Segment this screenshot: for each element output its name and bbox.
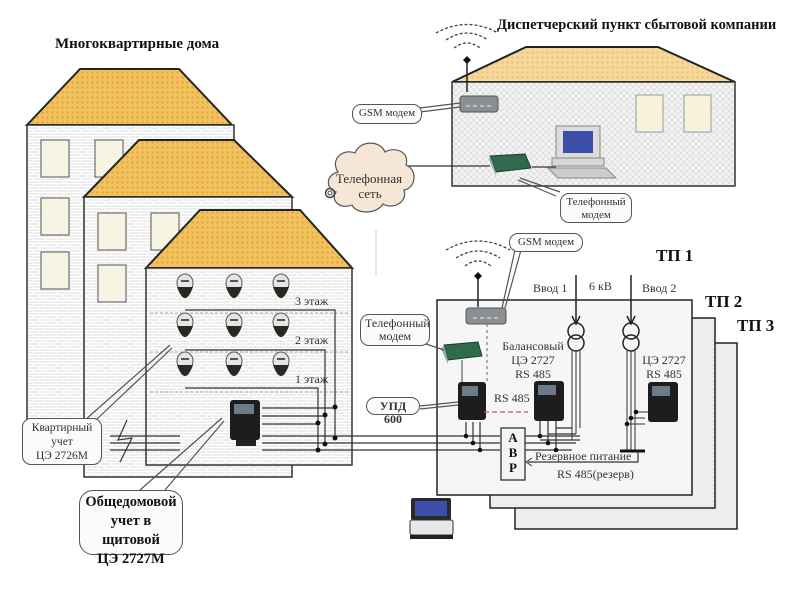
tp-phone-modem-icon [441,341,483,364]
callout-text: модем [581,209,611,221]
floor-label-2: 2 этаж [295,333,329,347]
apartment-meters [176,273,290,376]
rs485-label: RS 485 [494,391,530,405]
dispatch-gsm-modem-icon [459,95,499,113]
apartment-meter-icon [272,351,290,376]
reserve-power-label: Резервное питание [535,449,631,463]
tp-antenna-icon [445,240,511,267]
callout-text: GSM модем [358,107,416,119]
line-break-icon [117,419,134,463]
balance-meter-label: RS 485 [515,367,551,381]
apartment-meter-icon [176,273,194,298]
apartment-meter-icon [176,312,194,337]
dispatch-antenna-icon [435,23,499,49]
callout-text: Телефонный [566,196,626,208]
balance-meter-label: Балансовый [502,339,564,353]
apartment-meter-icon [176,351,194,376]
apartment-meter-icon [272,312,290,337]
callout-text: учет [51,436,73,448]
apartment-meter-icon [272,273,290,298]
callout-text: УПД 600 [379,399,407,426]
tp2-label: ТП 2 [705,292,742,311]
apartment-meter-callout: Квартирный учет ЦЭ 2726М [22,418,102,465]
floor-label-3: 3 этаж [295,294,329,308]
callout-text: Квартирный [31,422,93,434]
callout-text: GSM модем [517,236,575,248]
input1-label: Ввод 1 [533,281,567,295]
tp1-label: ТП 1 [656,246,693,265]
callout-text: ЦЭ 2726М [36,450,88,462]
houses-title: Многоквартирные дома [55,36,220,52]
computer-icon [546,125,618,179]
phone-network-label: сеть [358,186,381,201]
dispatch-gsm-modem-callout: GSM модем [352,104,422,124]
input2-label: Ввод 2 [642,281,676,295]
upd600-icon [458,382,486,420]
avr-letter: В [509,445,518,460]
apartment-meter-icon [225,273,243,298]
avr-box [500,427,526,481]
dispatch-phone-modem-icon [489,153,532,176]
laptop-icon [409,498,454,539]
apartment-meter-icon [225,351,243,376]
balance-meter-label: ЦЭ 2727 [511,353,555,367]
avr-letter: А [508,430,518,445]
meter2-icon [648,382,678,422]
callout-text: Общедомовой [85,494,177,510]
tp-gsm-modem-icon [465,307,507,325]
meter2-label: ЦЭ 2727 [642,353,686,367]
meter2-label: RS 485 [646,367,682,381]
building-meter [230,400,260,446]
tp-gsm-modem-callout: GSM модем [509,233,583,252]
building-meter-callout: Общедомовой учет в щитовой ЦЭ 2727М [79,490,183,567]
dispatch-title: Диспетчерский пункт сбытовой компании [497,17,776,33]
floor-label-1: 1 этаж [295,372,329,386]
tp3-label: ТП 3 [737,316,774,335]
rs485-reserve-label: RS 485(резерв) [557,467,634,481]
callout-text: учет в щитовой [102,513,160,548]
upd600-callout: УПД 600 [366,397,420,426]
phone-network-cloud [324,142,415,213]
callout-text: Телефонный [365,316,430,330]
voltage-label: 6 кВ [589,279,612,293]
phone-network-label: Телефонная [336,171,402,186]
balance-meter-icon [534,381,564,421]
avr-letter: Р [509,460,517,475]
callout-text: модем [378,329,412,343]
callout-text: ЦЭ 2727М [97,551,165,567]
apartment-meter-icon [225,312,243,337]
